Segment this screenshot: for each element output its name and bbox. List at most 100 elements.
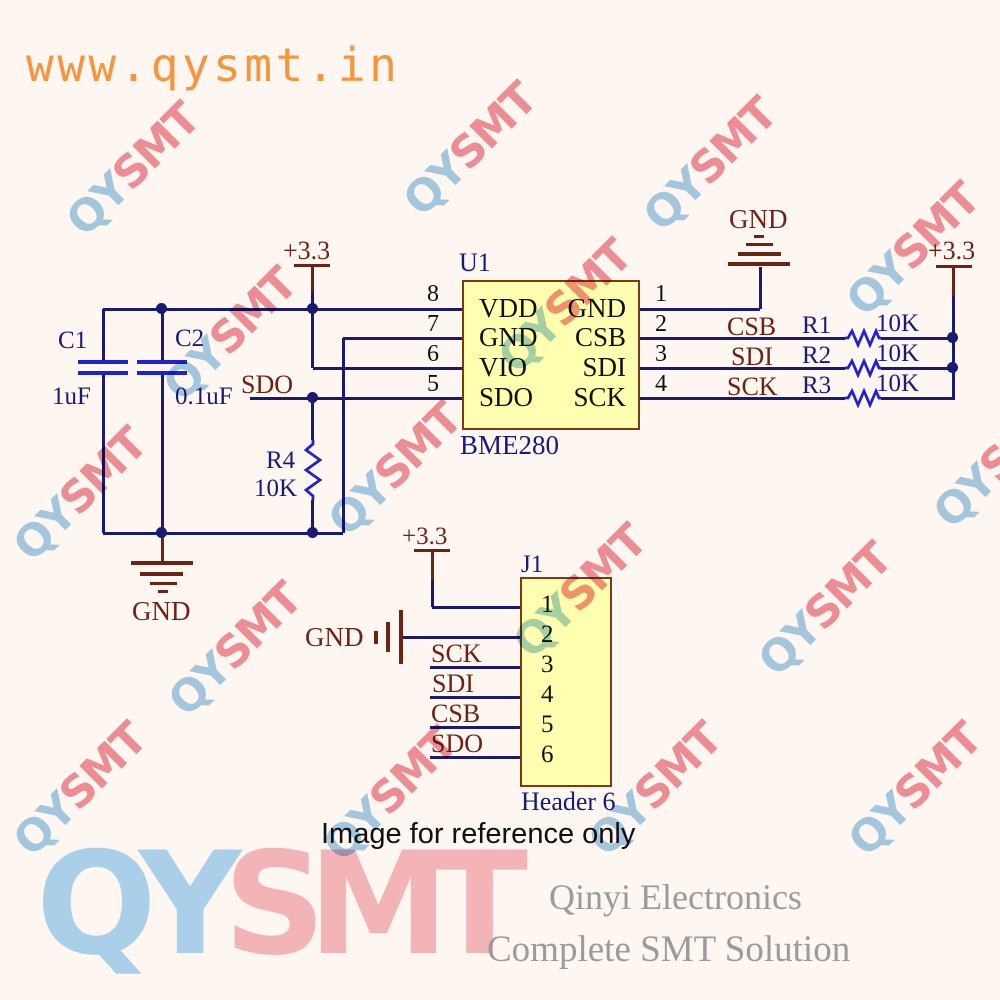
wire-j1-pin2	[401, 636, 520, 639]
net-label-j1-sdi: SDI	[432, 669, 474, 698]
u1-pin-name-sdi: SDI	[582, 352, 626, 382]
wire-r4-top	[311, 398, 314, 440]
net-label-33-j1: +3.3	[402, 523, 448, 550]
ground-bar	[399, 610, 403, 664]
resistor-r2-symbol	[845, 358, 881, 378]
wire-pin7-gnd-drop	[342, 338, 345, 533]
wire-j1-sdi	[430, 696, 520, 699]
net-label-j1-sck: SCK	[431, 639, 482, 668]
j1-pin3-number: 3	[541, 651, 554, 678]
u1-pin-name-gnd: GND	[479, 322, 538, 352]
r4-value: 10K	[254, 475, 298, 502]
net-label-sdo: SDO	[241, 370, 294, 399]
logo-qy-text: QY	[36, 822, 242, 987]
c1-value: 1uF	[52, 383, 91, 410]
ground-bar	[746, 243, 773, 246]
website-url[interactable]: www.qysmt.in	[26, 38, 401, 92]
u1-pin2-number: 2	[655, 311, 667, 337]
wire-sdi	[640, 367, 845, 370]
wire-u1-pin7	[343, 337, 462, 340]
wire-gnd-rail	[103, 532, 343, 535]
u1-pin-name-vdd: VDD	[479, 293, 538, 323]
net-label-gnd-right: GND	[729, 204, 788, 234]
wire-c1-bottom	[102, 375, 105, 533]
u1-ic-body	[462, 280, 640, 430]
wire-33-rail-right	[952, 296, 955, 398]
company-tagline: Complete SMT Solution	[487, 929, 851, 970]
wire-j1-sck	[430, 666, 520, 669]
c1-designator: C1	[58, 327, 88, 354]
wire-r2-out	[881, 367, 955, 370]
r3-value: 10K	[876, 370, 920, 397]
j1-pin5-number: 5	[541, 711, 554, 738]
junction-dot	[947, 332, 958, 343]
u1-pin-name-vio: VIO	[479, 352, 527, 382]
c2-designator: C2	[175, 325, 205, 352]
j1-pin1-number: 1	[541, 591, 554, 618]
j1-designator: J1	[521, 551, 544, 578]
r1-designator: R1	[802, 312, 832, 339]
wire-j1-sdo	[430, 756, 520, 759]
u1-pin-name-sdo: SDO	[479, 382, 534, 412]
u1-pin1-number: 1	[655, 281, 667, 307]
j1-pin4-number: 4	[541, 681, 554, 708]
net-label-33-left: +3.3	[283, 236, 331, 265]
junction-dot	[947, 362, 958, 373]
qysmt-watermark: QYSMT	[3, 418, 157, 572]
ground-bar	[131, 561, 193, 565]
junction-dot	[307, 527, 318, 538]
j1-pin6-number: 6	[541, 741, 554, 768]
u1-pin7-number: 7	[427, 311, 439, 337]
u1-pin6-number: 6	[427, 341, 439, 367]
net-label-j1-sdo: SDO	[431, 729, 484, 758]
capacitor-c1-plate	[78, 360, 128, 364]
wire-33-drop	[311, 291, 314, 309]
qysmt-watermark: QYSMT	[748, 533, 902, 687]
ground-bar	[738, 252, 781, 256]
wire-r3-out	[881, 397, 955, 400]
net-label-csb: CSB	[727, 312, 777, 341]
wire-sdo	[250, 397, 462, 400]
c2-value: 0.1uF	[175, 383, 233, 410]
power-bar-33-right	[936, 265, 972, 268]
capacitor-c2-plate	[137, 360, 187, 364]
ground-bar	[754, 235, 764, 238]
power-stub-33-left	[311, 267, 314, 291]
r4-designator: R4	[266, 447, 296, 474]
u1-part-number: BME280	[460, 430, 560, 460]
wire-j1-csb	[430, 726, 520, 729]
u1-pin3-number: 3	[655, 341, 667, 367]
wire-u1-pin1	[640, 308, 760, 311]
wire-vdd-rail	[103, 308, 462, 311]
company-name: Qinyi Electronics	[549, 877, 802, 917]
power-bar-33-left	[294, 264, 330, 267]
power-stub-33-right	[952, 268, 955, 296]
junction-dot	[156, 527, 167, 538]
ground-bar	[150, 582, 177, 585]
j1-pin2-number: 2	[541, 621, 554, 648]
resistor-r1-symbol	[845, 328, 881, 348]
u1-pin5-number: 5	[427, 371, 439, 397]
r2-value: 10K	[876, 340, 920, 367]
resistor-r4-symbol	[303, 440, 323, 500]
logo-smt-text: SMT	[223, 822, 528, 987]
wire-u1-pin6	[313, 367, 462, 370]
junction-dot	[307, 392, 318, 403]
power-stub-33-j1	[431, 552, 434, 580]
qysmt-watermark: QYSMT	[393, 73, 547, 227]
u1-pin-name-sck: SCK	[573, 382, 626, 412]
capacitor-c1-plate	[78, 371, 128, 375]
wire-j1-pin1	[432, 606, 520, 609]
u1-pin-name-csb: CSB	[574, 322, 626, 352]
qysmt-logo: QYSMT	[36, 834, 528, 976]
ground-bar	[158, 590, 168, 593]
net-label-gnd-left: GND	[132, 596, 191, 626]
r2-designator: R2	[802, 342, 832, 369]
wire-r4-bottom	[311, 500, 314, 533]
junction-dot	[307, 303, 318, 314]
j1-header-body	[520, 577, 612, 787]
net-label-gnd-j1: GND	[305, 622, 364, 652]
wire-c2-bottom	[161, 375, 164, 533]
ground-bar	[386, 622, 390, 652]
qysmt-watermark: QYSMT	[838, 713, 992, 867]
